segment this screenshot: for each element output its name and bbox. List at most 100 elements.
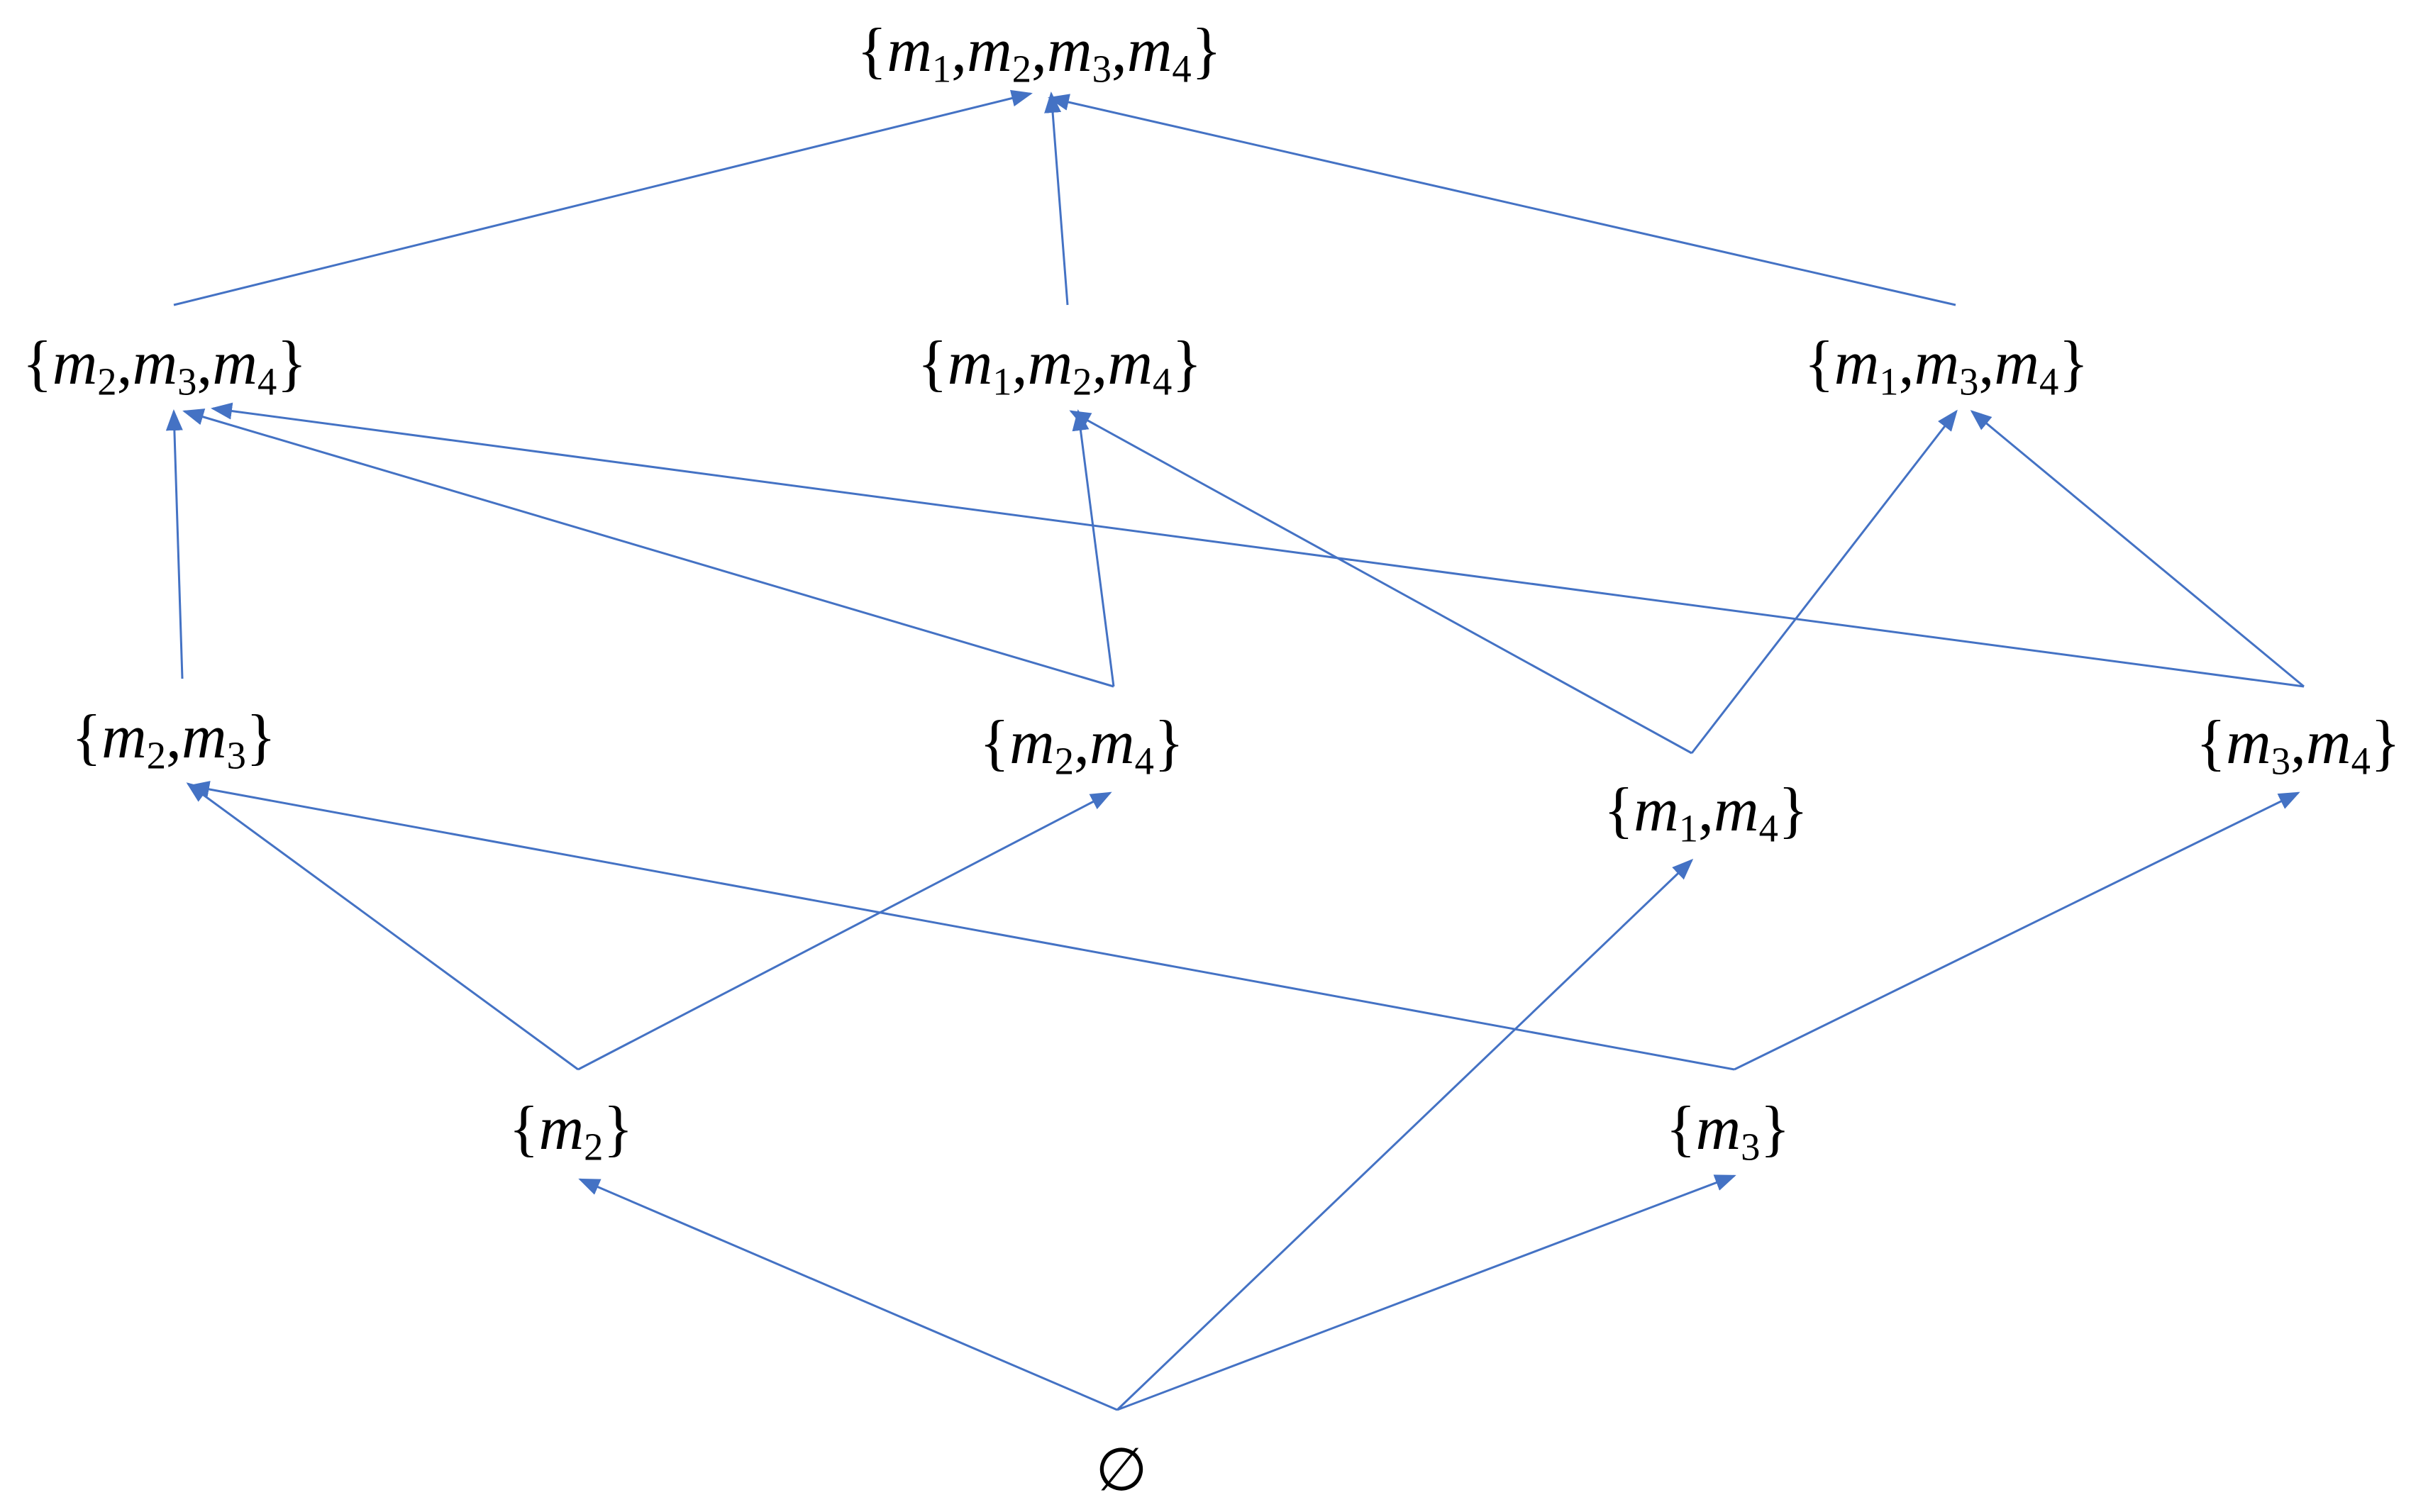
element-index: 3 <box>2271 739 2290 783</box>
close-brace: } <box>277 329 307 398</box>
node-m1-m2-m4: {m1,m2,m4} <box>917 333 1202 401</box>
element-index: 3 <box>177 360 197 404</box>
open-brace: { <box>979 708 1010 777</box>
edge-m2-to-m24 <box>577 791 1112 1071</box>
close-brace: } <box>2058 329 2089 398</box>
edge-empty-to-m3 <box>1116 1174 1736 1411</box>
comma: , <box>196 329 213 398</box>
edge-m23-to-m234 <box>165 409 184 679</box>
node-m1-m3-m4: {m1,m3,m4} <box>1804 333 2088 401</box>
element-m3: m3 <box>182 703 246 777</box>
node-m3: {m3} <box>1665 1098 1790 1167</box>
comma: , <box>166 703 182 772</box>
element-m1: m1 <box>1834 329 1899 404</box>
close-brace: } <box>1172 329 1202 398</box>
element-index: 1 <box>992 360 1012 404</box>
comma: , <box>1074 708 1090 777</box>
comma: , <box>1978 329 1995 398</box>
element-m4: m4 <box>2306 708 2371 783</box>
edge-empty-to-m2 <box>578 1178 1118 1411</box>
node-m1-m4: {m1,m4} <box>1603 776 1809 850</box>
comma: , <box>2290 708 2306 777</box>
element-index: 2 <box>1073 360 1092 404</box>
element-m3: m3 <box>2226 708 2290 783</box>
element-index: 3 <box>1092 47 1112 91</box>
element-m4: m4 <box>212 329 277 404</box>
close-brace: } <box>603 1094 633 1163</box>
element-index: 3 <box>226 733 246 777</box>
element-m4: m4 <box>1714 776 1778 850</box>
close-brace: } <box>1153 708 1185 777</box>
edge-m14-to-m124 <box>1069 410 1692 755</box>
element-m2: m2 <box>101 703 166 777</box>
open-brace: { <box>1665 1094 1696 1163</box>
comma: , <box>1698 776 1714 845</box>
edge-m124-to-m1234 <box>1044 91 1069 306</box>
edge-m34-to-m134 <box>1970 410 2305 688</box>
element-index: 4 <box>2039 360 2059 404</box>
element-index: 2 <box>97 360 117 404</box>
close-brace: } <box>1778 776 1809 845</box>
element-index: 2 <box>1054 739 1074 783</box>
element-index: 4 <box>257 360 277 404</box>
element-index: 4 <box>2351 739 2371 783</box>
element-m1: m1 <box>887 16 952 91</box>
element-m3: m3 <box>132 329 197 404</box>
open-brace: { <box>71 703 102 772</box>
element-index: 4 <box>1152 360 1173 404</box>
element-index: 3 <box>1741 1125 1761 1169</box>
edge-m2-to-m23 <box>186 782 579 1071</box>
edge-m14-to-m134 <box>1690 409 1958 754</box>
element-index: 4 <box>1758 806 1778 850</box>
element-m4: m4 <box>1126 16 1192 91</box>
element-m3: m3 <box>1047 16 1112 91</box>
node-m2-m3-m4: {m2,m3,m4} <box>22 333 306 401</box>
open-brace: { <box>22 329 52 398</box>
edge-m24-to-m234 <box>182 408 1114 688</box>
open-brace: { <box>2195 708 2227 777</box>
element-index: 1 <box>1678 806 1698 850</box>
open-brace: { <box>1804 329 1834 398</box>
edge-m3-to-m34 <box>1734 791 2300 1071</box>
element-index: 2 <box>146 733 166 777</box>
node-m2-m4: {m2,m4} <box>980 712 1184 781</box>
element-m3: m3 <box>1914 329 1979 404</box>
element-m2: m2 <box>1027 329 1092 404</box>
comma: , <box>1111 16 1127 85</box>
element-m1: m1 <box>1634 776 1698 850</box>
comma: , <box>1092 329 1108 398</box>
node-m2: {m2} <box>509 1098 633 1167</box>
node-m2-m3: {m2,m3} <box>71 703 277 777</box>
comma: , <box>116 329 133 398</box>
element-m4: m4 <box>1107 329 1173 404</box>
element-m4: m4 <box>1994 329 2059 404</box>
element-m2: m2 <box>967 16 1031 91</box>
comma: , <box>1031 16 1047 85</box>
element-index: 4 <box>1134 739 1154 783</box>
comma: , <box>1898 329 1914 398</box>
edge-m134-to-m1234 <box>1048 94 1956 306</box>
open-brace: { <box>857 16 887 85</box>
element-index: 4 <box>1172 47 1192 91</box>
edge-m3-to-m23 <box>188 781 1735 1071</box>
element-index: 2 <box>1011 47 1031 91</box>
element-index: 1 <box>931 47 952 91</box>
edge-empty-to-m14 <box>1116 858 1694 1411</box>
node-empty-set: ∅ <box>1095 1435 1148 1504</box>
close-brace: } <box>2370 708 2401 777</box>
comma: , <box>951 16 968 85</box>
open-brace: { <box>509 1094 539 1163</box>
open-brace: { <box>1603 776 1634 845</box>
element-m1: m1 <box>947 329 1012 404</box>
node-m3-m4: {m3,m4} <box>2196 712 2400 781</box>
comma: , <box>1011 329 1028 398</box>
close-brace: } <box>1191 16 1221 85</box>
element-index: 2 <box>584 1125 604 1169</box>
element-index: 3 <box>1959 360 1979 404</box>
close-brace: } <box>245 703 277 772</box>
element-index: 1 <box>1879 360 1899 404</box>
close-brace: } <box>1760 1094 1790 1163</box>
edge-m24-to-m124 <box>1072 409 1115 687</box>
